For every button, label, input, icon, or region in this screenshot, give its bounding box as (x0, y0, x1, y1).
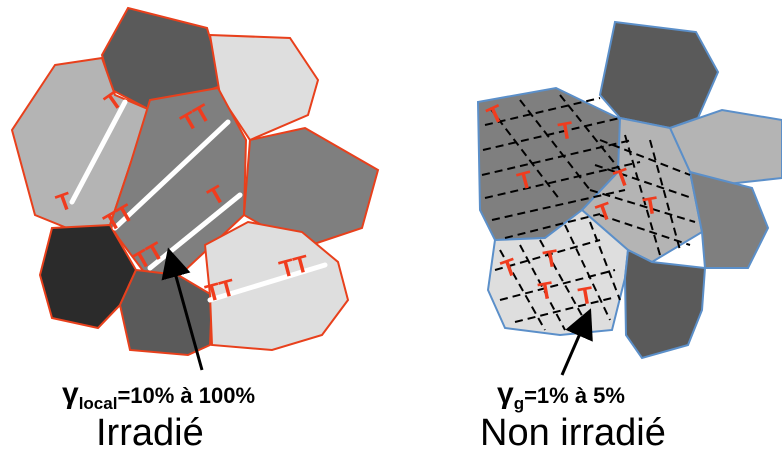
gamma-subscript: g (513, 394, 525, 413)
svg-text:T: T (541, 245, 560, 274)
grain-right-mid-r (688, 170, 770, 269)
svg-text:T: T (515, 166, 536, 196)
arrow-local-strain (161, 247, 204, 371)
caption-non-irradiated: Non irradié (480, 412, 666, 454)
formula-global-strain: γg=1% à 5% (497, 377, 625, 414)
svg-text:T: T (641, 192, 660, 221)
caption-irradiated: Irradié (96, 412, 204, 454)
dislocations-non-irradiated: T T T T T T T T T T (483, 100, 661, 311)
svg-text:T: T (556, 117, 575, 146)
formula-value: =1% à 5% (524, 383, 625, 408)
grain-bottom-light-r (486, 208, 630, 337)
irradiated-polycrystal (10, 6, 380, 357)
grain-right-mid (242, 126, 380, 250)
slip-lines-dashed (481, 94, 696, 331)
grain-bottom-right-light (203, 220, 350, 352)
svg-text:T: T (536, 277, 555, 306)
gamma-symbol: γ (497, 377, 514, 410)
arrow-global-strain (560, 308, 593, 376)
grain-bottom-dark-r (623, 248, 707, 360)
grain-top-dark-r (598, 20, 720, 130)
gamma-subscript: local (78, 394, 118, 413)
formula-local-strain: γlocal=10% à 100% (62, 377, 255, 414)
formula-value: =10% à 100% (117, 383, 256, 408)
gamma-symbol: γ (62, 377, 79, 410)
grain-bottom-center (118, 268, 214, 357)
grain-left-very-dark (38, 223, 138, 330)
svg-text:T: T (576, 282, 595, 311)
